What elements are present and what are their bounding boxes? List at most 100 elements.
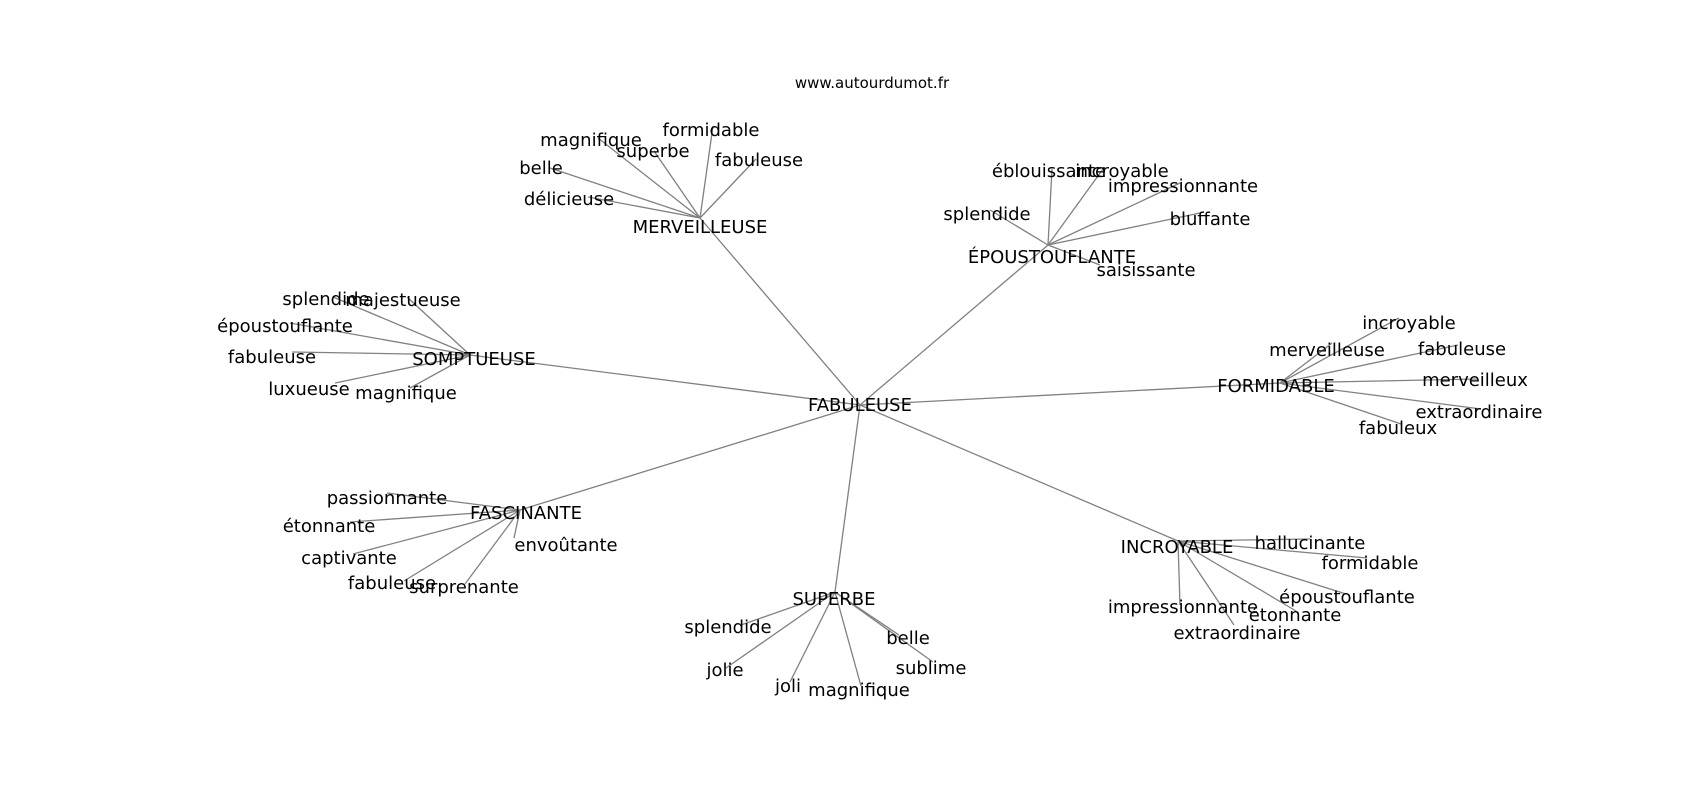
word-node: fabuleux [1359,418,1438,439]
word-node: délicieuse [524,189,614,210]
edge-group-to-word [1279,378,1478,384]
word-node: magnifique [808,680,910,701]
word-node: sublime [896,658,967,679]
word-node: magnifique [540,130,642,151]
edge-center-to-group [859,244,1049,406]
edge-group-to-word [699,158,757,219]
word-node: bluffante [1170,209,1251,230]
edge-group-to-word [289,322,471,356]
word-node: belle [519,158,563,179]
word-node: splendide [282,289,369,310]
group-node: SOMPTUEUSE [412,349,536,370]
edge-group-to-word [740,591,836,626]
edge-group-to-word [1279,382,1402,425]
edge-group-to-word [789,591,836,683]
edge-center-to-group [699,217,861,406]
edge-group-to-word [352,509,521,555]
edge-group-to-word [291,351,471,356]
word-node: incroyable [1362,313,1456,334]
word-node: saisissante [1096,260,1195,281]
group-node: MERVEILLEUSE [633,217,768,238]
edge-group-to-word [1177,540,1368,559]
word-node: incroyable [1075,161,1169,182]
edge-group-to-word [834,591,934,663]
edge-group-to-word [1177,540,1297,612]
word-node: fabuleuse [228,347,316,368]
word-node: impressionnante [1108,176,1258,197]
edge-group-to-word [1279,317,1400,384]
edge-group-to-word [1047,244,1101,266]
edge-group-to-word [1177,540,1347,595]
source-label: www.autourdumot.fr [795,74,950,92]
edge-group-to-word [386,492,521,511]
edge-group-to-word [699,125,714,219]
word-node: splendide [684,617,771,638]
edge-group-to-word [349,509,521,523]
edge-group-to-word [834,591,862,687]
word-node: jolie [705,660,743,681]
word-node: splendide [943,204,1030,225]
word-node: fabuleuse [1418,339,1506,360]
word-node: majestueuse [345,290,460,311]
word-node: formidable [663,120,760,141]
word-node: extraordinaire [1416,402,1543,423]
word-node: belle [886,628,930,649]
edge-group-to-word [464,509,521,585]
edge-group-to-word [597,137,701,219]
edge-group-to-word [1177,538,1311,542]
group-node: ÉPOUSTOUFLANTE [968,246,1136,268]
edge-group-to-word [334,354,471,384]
edge-group-to-word [409,354,471,389]
center-node: FABULEUSE [808,395,912,416]
edge-group-to-word [1047,168,1104,246]
edge-group-to-word [549,167,701,219]
edge-center-to-group [834,404,861,593]
edge-group-to-word [1177,540,1181,606]
word-node: envoûtante [514,535,617,556]
edge-group-to-word [1177,540,1235,626]
group-node: INCROYABLE [1121,537,1234,558]
edge-center-to-group [519,404,861,511]
edge-group-to-word [1279,382,1482,410]
word-node: hallucinante [1255,533,1366,554]
edge-group-to-word [1047,168,1053,246]
word-node: éblouissante [992,161,1106,182]
word-node: joli [774,676,801,697]
edge-group-to-word [653,150,701,219]
edge-group-to-word [406,296,471,356]
edges-layer [289,125,1482,687]
word-node: fabuleuse [348,573,436,594]
edge-group-to-word [587,196,701,219]
word-node: époustouflante [217,316,353,337]
edge-group-to-word [1047,212,1201,246]
edge-center-to-group [859,382,1281,406]
edge-group-to-word [332,296,471,356]
word-node: luxueuse [268,379,349,400]
word-node: formidable [1322,553,1419,574]
word-node: captivante [301,548,397,569]
group-node: FASCINANTE [470,503,582,524]
word-node: époustouflante [1279,587,1415,608]
edge-group-to-word [725,591,836,669]
word-node: passionnante [327,488,448,509]
word-node: superbe [616,141,689,162]
edge-group-to-word [403,509,521,582]
group-node: FORMIDABLE [1217,376,1334,397]
edge-group-to-word [1047,182,1181,246]
word-node: fabuleuse [715,150,803,171]
edge-group-to-word [1279,342,1333,384]
word-node: extraordinaire [1174,623,1301,644]
word-node: étonnante [1249,605,1342,626]
edge-group-to-word [989,209,1049,246]
edge-center-to-group [859,404,1179,542]
edge-group-to-word [513,509,521,539]
word-node: merveilleuse [1269,340,1385,361]
edge-group-to-word [1279,344,1459,384]
word-node: magnifique [355,383,457,404]
word-node: impressionnante [1108,597,1258,618]
group-node: SUPERBE [792,589,875,610]
word-node: étonnante [283,516,376,537]
word-node: merveilleux [1422,370,1528,391]
